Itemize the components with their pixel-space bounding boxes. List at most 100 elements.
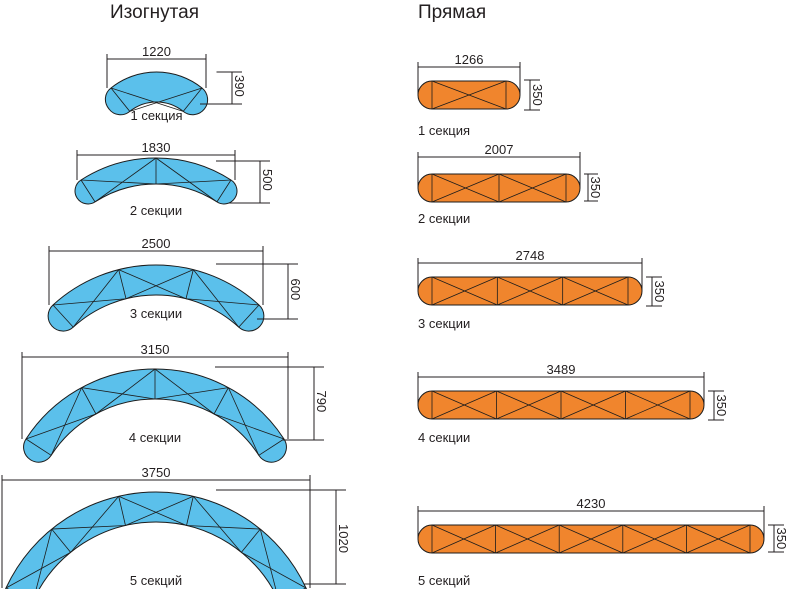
- truss-diagonal: [155, 157, 218, 203]
- truss-diagonal: [125, 495, 194, 526]
- truss-vertical: [80, 179, 96, 203]
- height-value: 1020: [336, 524, 351, 553]
- truss-diagonal: [155, 179, 232, 185]
- truss-diagonal: [495, 524, 560, 554]
- curved-truss-body: [104, 71, 209, 116]
- truss-diagonal: [228, 387, 260, 456]
- truss-vertical: [118, 269, 127, 299]
- truss-diagonal: [559, 524, 623, 554]
- truss-diagonal: [129, 87, 203, 112]
- section-caption: 3 секции: [418, 316, 470, 331]
- straight-truss-1: 1266 350 1 секция: [417, 52, 545, 138]
- truss-diagonal: [562, 276, 629, 306]
- truss-diagonal: [25, 413, 97, 440]
- curved-truss-body: [47, 264, 265, 332]
- truss-diagonal: [496, 390, 562, 420]
- section-caption: 5 секций: [130, 573, 182, 588]
- width-value: 1220: [142, 44, 171, 59]
- truss-diagonal: [497, 276, 563, 306]
- width-value: 3750: [142, 465, 171, 480]
- truss-vertical: [258, 438, 285, 456]
- truss-diagonal: [186, 525, 261, 530]
- height-value: 350: [714, 395, 729, 417]
- section-caption: 2 секции: [418, 211, 470, 226]
- curved-truss-4: 3150 790 4 секции: [21, 342, 329, 463]
- truss-diagonal: [80, 179, 157, 185]
- truss-diagonal: [70, 496, 120, 553]
- width-value: 1266: [455, 52, 484, 67]
- straight-truss-4: 3489 350 4 секции: [417, 362, 729, 445]
- truss-diagonal: [625, 390, 691, 420]
- truss-diagonal: [154, 368, 215, 415]
- straight-column-title: Прямая: [418, 2, 486, 23]
- truss-diagonal: [185, 298, 260, 306]
- width-value: 3150: [141, 342, 170, 357]
- width-value: 1830: [142, 140, 171, 155]
- height-value: 790: [314, 391, 329, 413]
- truss-diagonal: [51, 525, 126, 530]
- truss-diagonal: [125, 269, 194, 300]
- truss-vertical: [238, 304, 260, 328]
- width-value: 4230: [577, 496, 606, 511]
- truss-vertical: [216, 179, 232, 203]
- truss-diagonal: [52, 298, 127, 306]
- truss-diagonal: [50, 387, 82, 456]
- truss-diagonal: [118, 269, 187, 300]
- truss-diagonal: [431, 80, 507, 110]
- truss-diagonal: [72, 269, 120, 328]
- truss-vertical: [182, 87, 203, 112]
- truss-diagonal: [5, 551, 71, 589]
- truss-vertical: [51, 528, 71, 553]
- height-value: 600: [288, 279, 303, 301]
- truss-diagonal: [431, 276, 498, 306]
- section-caption: 1 секция: [418, 123, 470, 138]
- truss-diagonal: [431, 524, 496, 554]
- truss-vertical: [118, 496, 126, 526]
- width-value: 2500: [142, 236, 171, 251]
- truss-diagonal: [95, 368, 156, 415]
- height-value: 390: [232, 75, 247, 97]
- section-caption: 3 секции: [130, 306, 182, 321]
- truss-vertical: [186, 496, 194, 526]
- truss-vertical: [52, 304, 74, 328]
- truss-vertical: [25, 438, 52, 456]
- truss-vertical: [241, 528, 261, 553]
- curved-column-title: Изогнутая: [110, 2, 199, 23]
- truss-diagonal: [192, 496, 242, 553]
- height-value: 350: [774, 528, 789, 550]
- truss-diagonal: [431, 173, 500, 203]
- curved-truss-body: [23, 368, 287, 463]
- truss-vertical: [213, 387, 229, 415]
- truss-diagonal: [498, 173, 567, 203]
- section-caption: 4 секции: [418, 430, 470, 445]
- width-value: 3489: [547, 362, 576, 377]
- truss-diagonal: [192, 269, 240, 328]
- truss-diagonal: [118, 495, 187, 526]
- section-caption: 4 секции: [129, 430, 181, 445]
- curved-truss-5: 3750 1020 5 секций: [1, 465, 351, 589]
- truss-diagonal: [110, 87, 184, 112]
- width-value: 2748: [516, 248, 545, 263]
- truss-diagonal: [686, 524, 751, 554]
- truss-diagonal: [560, 390, 626, 420]
- curved-truss-3: 2500 600 3 секции: [47, 236, 303, 332]
- truss-diagonal: [154, 387, 229, 400]
- height-value: 350: [588, 177, 603, 199]
- truss-vertical: [81, 387, 97, 415]
- width-value: 2007: [485, 142, 514, 157]
- truss-vertical: [110, 87, 131, 112]
- curved-truss-body: [5, 491, 307, 589]
- truss-diagonal: [94, 157, 157, 203]
- truss-diagonal: [241, 551, 307, 589]
- height-value: 500: [260, 169, 275, 191]
- section-caption: 5 секций: [418, 573, 470, 588]
- straight-truss-5: 4230 350 5 секций: [417, 496, 789, 588]
- height-value: 350: [530, 84, 545, 106]
- truss-diagonal: [431, 390, 497, 420]
